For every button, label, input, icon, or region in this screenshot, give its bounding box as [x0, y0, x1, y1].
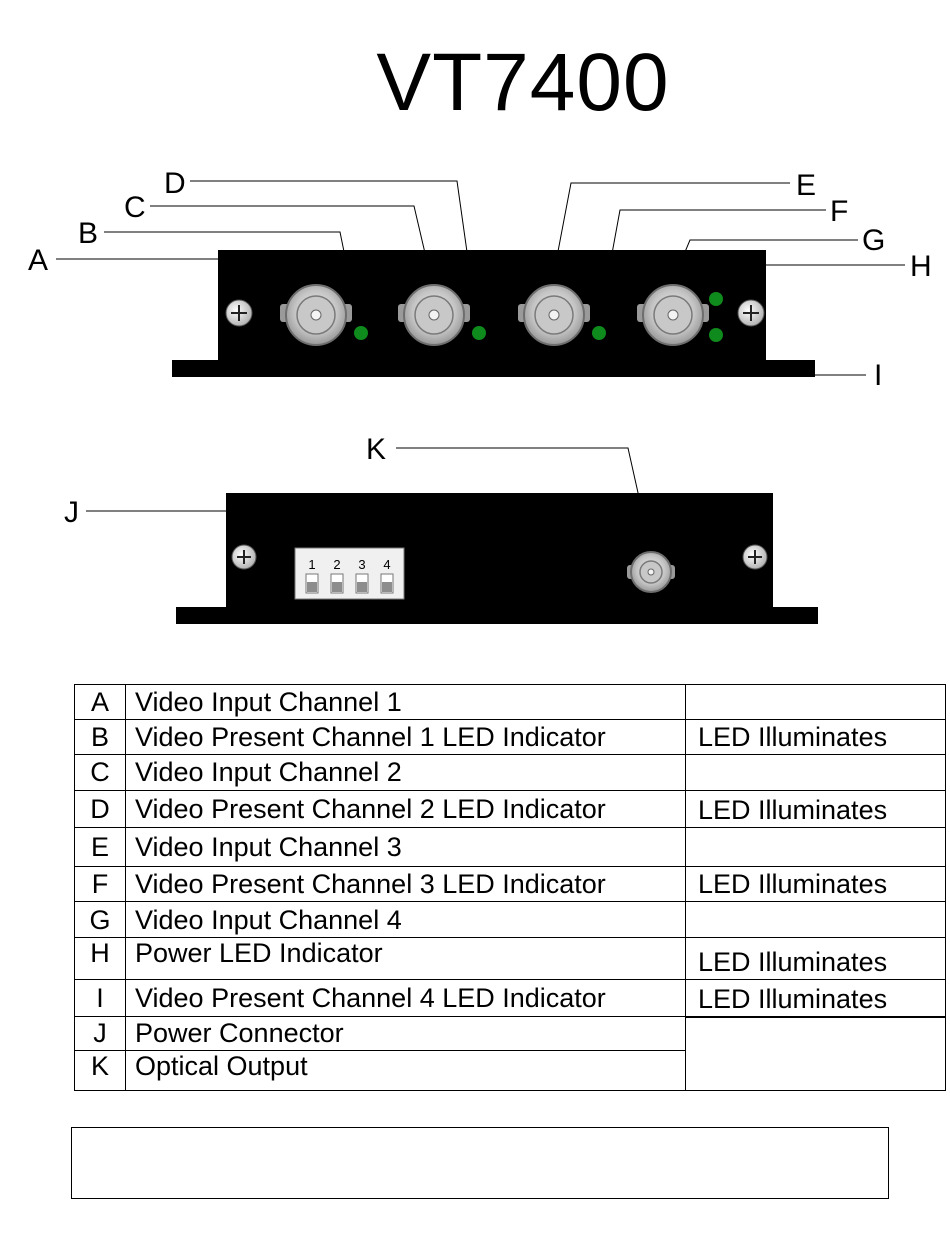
- legend-description: Video Present Channel 3 LED Indicator: [125, 865, 686, 903]
- legend-note: [685, 753, 946, 792]
- dip-toggle: [357, 582, 367, 592]
- front-panel: [172, 250, 815, 377]
- legend-note: LED Illuminates: [685, 719, 946, 755]
- legend-note: LED Illuminates: [685, 978, 946, 1018]
- dip-label: 4: [383, 557, 390, 572]
- table-row: E Video Input Channel 3: [74, 827, 946, 867]
- dip-label: 3: [358, 557, 365, 572]
- legend-key: G: [74, 901, 126, 939]
- legend-key: I: [74, 978, 126, 1018]
- legend-note: [685, 683, 946, 721]
- rear-panel: [176, 493, 818, 624]
- legend-key: D: [74, 790, 126, 829]
- rear-leader-lines: [86, 447, 650, 543]
- callout-label: D: [164, 167, 186, 200]
- legend-table: A Video Input Channel 1 B Video Present …: [74, 683, 946, 1092]
- table-row: F Video Present Channel 3 LED Indicator …: [74, 865, 946, 903]
- table-row: A Video Input Channel 1: [74, 683, 946, 721]
- callout-label: I: [874, 359, 882, 392]
- rear-panel-base-flange: [176, 607, 818, 624]
- led-icon: [709, 292, 723, 306]
- led-icon: [709, 328, 723, 342]
- legend-description: Video Present Channel 2 LED Indicator: [125, 790, 686, 829]
- table-row: K Optical Output: [74, 1049, 946, 1092]
- callout-label: E: [796, 169, 816, 202]
- dip-toggle: [382, 582, 392, 592]
- led-icon: [354, 326, 368, 340]
- legend-description: Power Connector: [125, 1016, 686, 1051]
- legend-description: Video Present Channel 4 LED Indicator: [125, 978, 686, 1018]
- optical-connector-icon: [627, 551, 675, 593]
- dip-toggle: [307, 582, 317, 592]
- led-icon: [472, 326, 486, 340]
- callout-label: F: [830, 195, 848, 228]
- screw-icon: [742, 544, 768, 570]
- front-panel-base-flange: [172, 360, 815, 377]
- legend-description: Video Present Channel 1 LED Indicator: [125, 719, 686, 755]
- legend-note: [685, 827, 946, 867]
- legend-key: J: [74, 1016, 126, 1051]
- legend-description: Video Input Channel 4: [125, 901, 686, 939]
- legend-key: H: [74, 937, 126, 980]
- legend-key: A: [74, 683, 126, 721]
- bnc-connector-icon: [518, 284, 590, 346]
- legend-description: Optical Output: [125, 1049, 686, 1092]
- legend-note: LED Illuminates: [685, 790, 946, 829]
- table-row: D Video Present Channel 2 LED Indicator …: [74, 790, 946, 829]
- callout-label: H: [910, 250, 932, 283]
- callout-label: B: [78, 217, 98, 250]
- dip-switch: 1 2 3 4: [294, 547, 405, 600]
- legend-note: LED Illuminates: [685, 937, 946, 980]
- callout-label: G: [862, 224, 885, 257]
- table-row: J Power Connector: [74, 1016, 946, 1091]
- legend-key: E: [74, 827, 126, 867]
- legend-key: C: [74, 753, 126, 792]
- callout-label: C: [124, 191, 146, 224]
- legend-key: F: [74, 865, 126, 903]
- bnc-connector-icon: [398, 284, 470, 346]
- bnc-connector-icon: [280, 284, 352, 346]
- legend-key: K: [74, 1049, 126, 1092]
- dip-toggle: [332, 582, 342, 592]
- legend-description: Power LED Indicator: [125, 937, 686, 980]
- callout-label: K: [366, 433, 386, 466]
- table-row: G Video Input Channel 4: [74, 901, 946, 939]
- device-diagram: A B C D E F G H I 1 2 3 4: [28, 167, 932, 624]
- bnc-connector-icon: [637, 284, 709, 346]
- table-row: H Power LED Indicator LED Illuminates: [74, 937, 946, 980]
- table-row: B Video Present Channel 1 LED Indicator …: [74, 719, 946, 755]
- screw-icon: [737, 299, 765, 327]
- table-row: C Video Input Channel 2: [74, 753, 946, 792]
- callout-label: A: [28, 244, 48, 277]
- front-leader-lines: [56, 180, 905, 376]
- legend-description: Video Input Channel 2: [125, 753, 686, 792]
- legend-key: B: [74, 719, 126, 755]
- legend-description: Video Input Channel 3: [125, 827, 686, 867]
- table-row: I Video Present Channel 4 LED Indicator …: [74, 978, 946, 1018]
- legend-description: Video Input Channel 1: [125, 683, 686, 721]
- dip-label: 2: [333, 557, 340, 572]
- screw-icon: [225, 299, 253, 327]
- led-icon: [592, 326, 606, 340]
- empty-note-box: [71, 1127, 889, 1199]
- legend-note: [685, 901, 946, 939]
- dip-label: 1: [308, 557, 315, 572]
- callout-label: J: [64, 496, 79, 529]
- device-title: VT7400: [376, 37, 670, 128]
- legend-note: [685, 1016, 946, 1091]
- legend-note: LED Illuminates: [685, 865, 946, 903]
- screw-icon: [231, 544, 257, 570]
